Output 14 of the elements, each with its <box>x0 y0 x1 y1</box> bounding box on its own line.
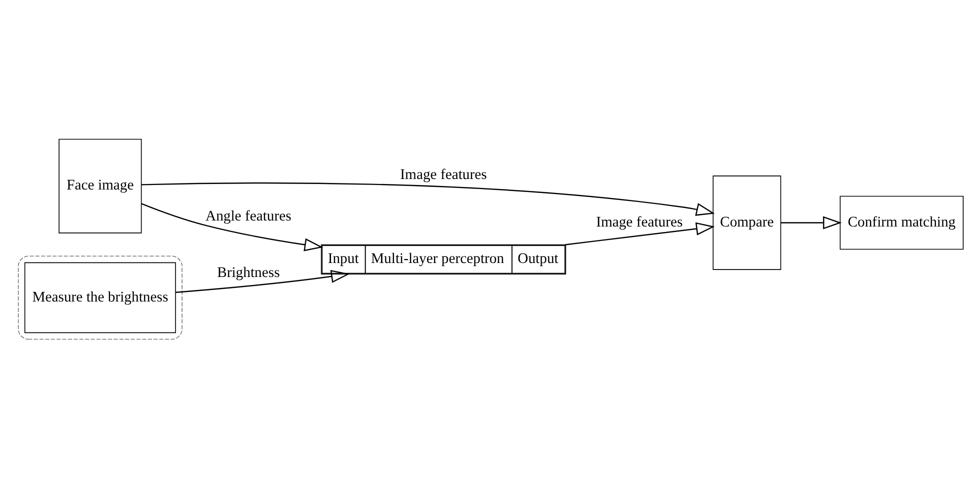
edge-label: Image features <box>596 214 683 230</box>
node-box: Confirm matching <box>840 196 964 250</box>
arrow <box>780 216 842 230</box>
arrow <box>141 203 324 252</box>
arrow <box>142 182 715 216</box>
node-box: Measure the brightness <box>24 262 176 334</box>
edge-label: Brightness <box>217 264 280 281</box>
arrow <box>176 270 350 293</box>
arrow <box>565 222 715 246</box>
cluster <box>18 256 182 340</box>
node-box: Compare <box>712 176 782 270</box>
edge-label: Angle features <box>205 208 292 225</box>
edge-label: Image features <box>400 167 487 184</box>
node-box: Face image <box>58 138 142 234</box>
